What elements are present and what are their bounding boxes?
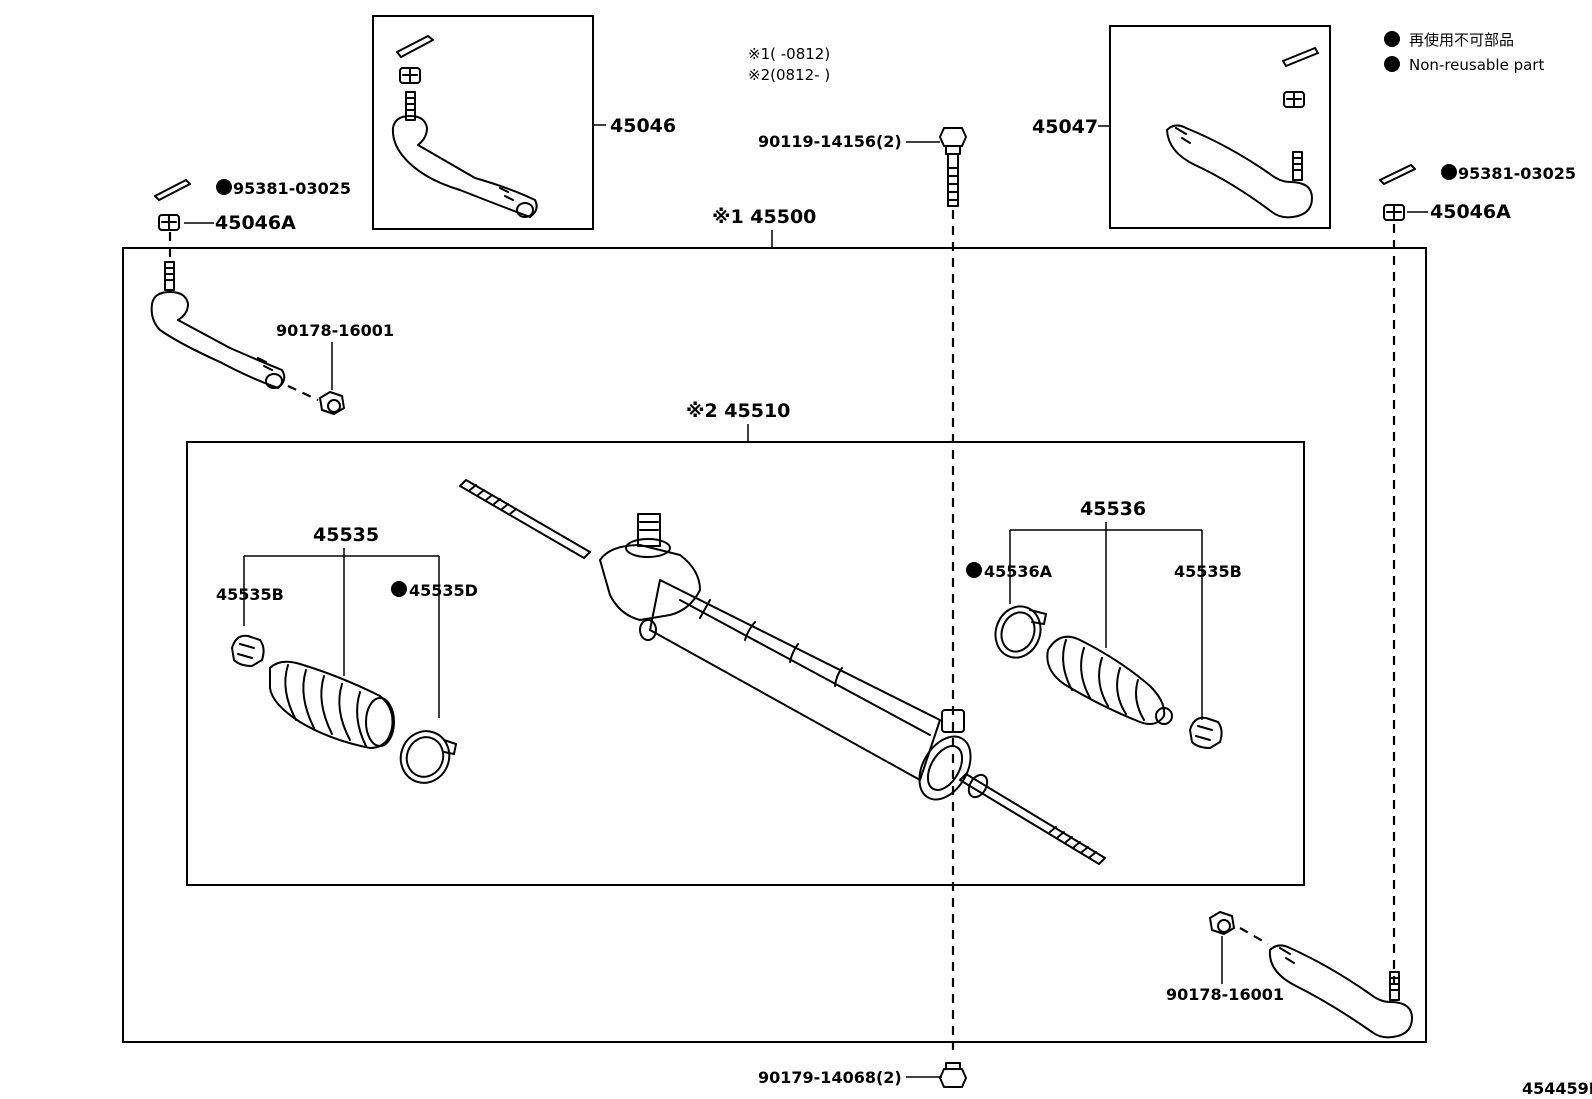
non-reusable-bullet-icon — [1384, 31, 1400, 47]
label-45046a-left: 45046A — [215, 212, 296, 234]
label-45047: 45047 — [1032, 116, 1098, 138]
label-45535d: 45535D — [409, 581, 478, 600]
legend: 再使用不可部品 Non-reusable part — [1384, 31, 1544, 74]
cotter-pin-right-drawing — [1379, 164, 1416, 185]
nut-90179-drawing — [939, 1062, 967, 1088]
axis-line-nut-right — [1239, 927, 1269, 945]
castle-nut-right-drawing — [1383, 204, 1405, 221]
boot-clamp-45535b-right-drawing — [1189, 716, 1223, 749]
boot-clamp-45536a-drawing — [994, 605, 1047, 659]
non-reusable-dot-icon — [391, 581, 407, 597]
boot-clamp-45535d-drawing — [399, 730, 457, 784]
label-45535b-right: 45535B — [1174, 562, 1242, 581]
non-reusable-dot-icon — [216, 179, 232, 195]
rack-and-pinion-drawing — [459, 479, 1106, 865]
note-2: ※2(0812- ) — [748, 66, 830, 84]
nut-90178-left-drawing — [319, 391, 345, 415]
label-45500: ※1 45500 — [712, 206, 816, 228]
non-reusable-bullet-icon — [1384, 56, 1400, 72]
label-45536a: 45536A — [984, 562, 1053, 581]
label-45046: 45046 — [610, 115, 676, 137]
axis-line-nut-left — [287, 385, 319, 401]
frame-45046 — [372, 15, 594, 230]
label-90178-right: 90178-16001 — [1166, 985, 1284, 1004]
label-45510: ※2 45510 — [686, 400, 790, 422]
frame-45510 — [186, 441, 1305, 886]
label-45535: 45535 — [313, 524, 379, 546]
label-95381-right: 95381-03025 — [1458, 164, 1576, 183]
non-reusable-dot-icon — [1441, 164, 1457, 180]
legend-line-2: Non-reusable part — [1409, 56, 1544, 74]
nut-90178-right-drawing — [1209, 911, 1235, 935]
frame-45047 — [1109, 25, 1331, 229]
castle-nut-left-drawing — [158, 214, 180, 231]
label-45536: 45536 — [1080, 498, 1146, 520]
boot-clamp-45535b-left-drawing — [231, 634, 265, 667]
label-90178-left: 90178-16001 — [276, 321, 394, 340]
tie-rod-end-right-drawing — [1268, 944, 1413, 1039]
legend-line-1: 再使用不可部品 — [1409, 31, 1514, 49]
label-45535b-left: 45535B — [216, 585, 284, 604]
label-45046a-right: 45046A — [1430, 201, 1511, 223]
tie-rod-end-45047-drawing — [1166, 47, 1319, 219]
label-95381-left: 95381-03025 — [233, 179, 351, 198]
tie-rod-end-45046-drawing — [391, 35, 538, 218]
leader-45535 — [243, 548, 440, 718]
label-90179: 90179-14068(2) — [758, 1068, 902, 1087]
bolt-90119-drawing — [939, 127, 967, 207]
bellows-boot-right-drawing — [1046, 635, 1173, 725]
bellows-boot-left-drawing — [269, 660, 395, 749]
non-reusable-dot-icon — [966, 562, 982, 578]
frame-45500 — [122, 247, 1427, 1043]
note-1: ※1( -0812) — [748, 45, 830, 63]
cotter-pin-left-drawing — [154, 179, 191, 201]
label-90119: 90119-14156(2) — [758, 132, 902, 151]
figure-id: 454459H — [1522, 1079, 1592, 1098]
tie-rod-end-left-drawing — [150, 261, 286, 389]
leader-45536 — [1009, 522, 1203, 720]
